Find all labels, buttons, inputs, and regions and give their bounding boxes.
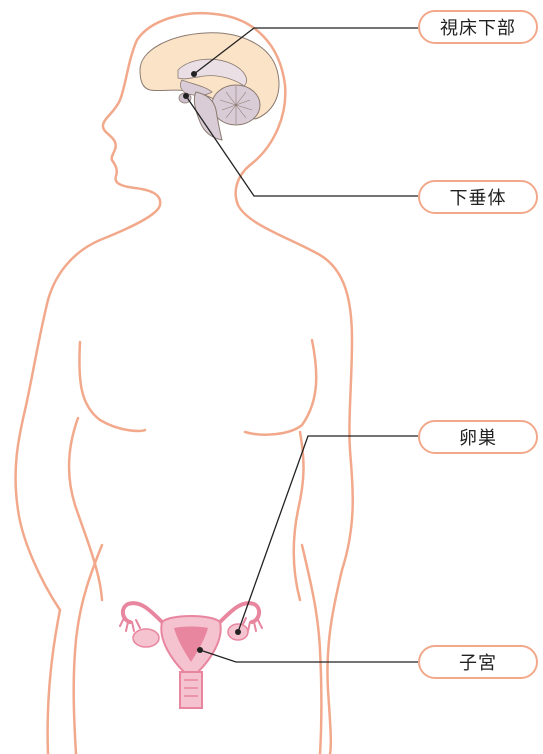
label-hypothalamus: 視床下部 bbox=[418, 10, 538, 44]
label-ovary: 卵巣 bbox=[418, 420, 538, 454]
reproductive-organs bbox=[120, 603, 262, 708]
leader-line-uterus bbox=[200, 650, 418, 662]
leader-lines bbox=[186, 28, 418, 662]
leader-line-ovary bbox=[238, 436, 418, 632]
label-pituitary: 下垂体 bbox=[418, 180, 538, 214]
label-uterus: 子宮 bbox=[418, 645, 538, 679]
leader-dots bbox=[183, 71, 241, 653]
brain-illustration bbox=[140, 33, 279, 140]
